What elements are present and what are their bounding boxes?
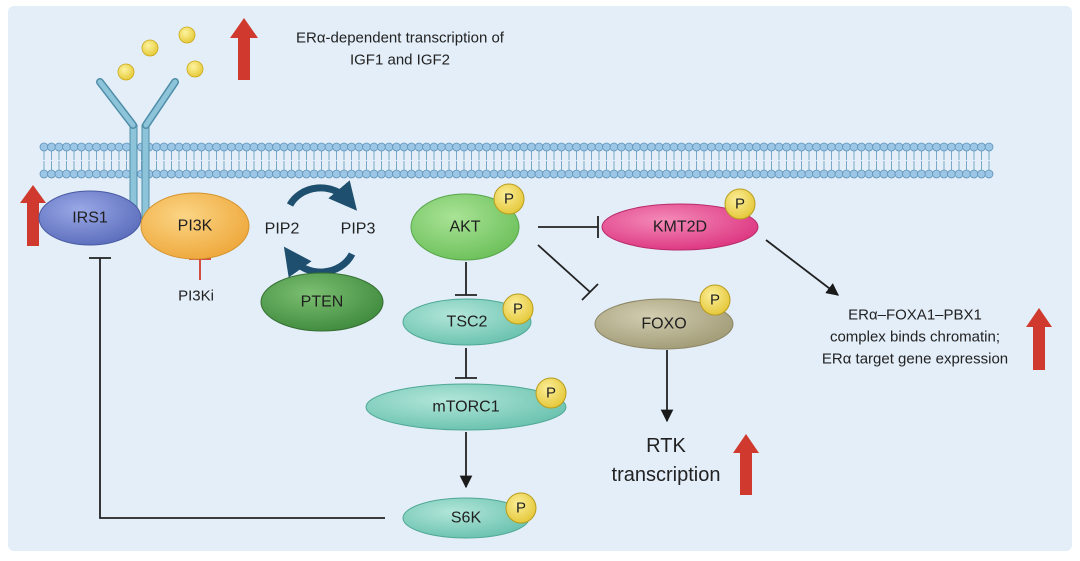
igf-annotation-line2: IGF1 and IGF2 bbox=[350, 52, 450, 69]
pip2-to-pip3-arrow bbox=[286, 180, 358, 211]
era-annotation-line2: complex binds chromatin; bbox=[830, 329, 1000, 346]
ligand-dot bbox=[186, 60, 204, 78]
background-panel bbox=[8, 6, 1072, 551]
up-arrow-rtk bbox=[733, 434, 759, 495]
pip-cycle bbox=[283, 180, 358, 278]
akt-foxo-edge bbox=[537, 244, 591, 293]
mtorc1-label: mTORC1 bbox=[432, 399, 499, 416]
node-pi3k: PI3K bbox=[140, 192, 250, 260]
mtorc1-phospho-badge bbox=[535, 377, 567, 409]
phospho-label: P bbox=[735, 196, 745, 213]
pip3-to-pip2-arrow bbox=[283, 246, 356, 278]
pathway-edges bbox=[89, 216, 840, 519]
node-pten: PTEN bbox=[260, 272, 384, 332]
cell-membrane bbox=[39, 142, 994, 179]
inhibit-bar bbox=[581, 283, 599, 301]
akt-phospho-badge bbox=[493, 183, 525, 215]
pi3ki-label: PI3Ki bbox=[178, 288, 214, 305]
s6k-label: S6K bbox=[451, 510, 482, 527]
phospho-label: P bbox=[516, 500, 526, 517]
node-foxo: FOXO P bbox=[594, 284, 734, 350]
up-arrow-irs1 bbox=[20, 185, 46, 246]
ligand-dot bbox=[117, 63, 135, 81]
node-tsc2: TSC2 P bbox=[402, 293, 534, 346]
kmt2d-label: KMT2D bbox=[653, 219, 707, 236]
ligand-dot bbox=[178, 26, 196, 44]
igf-ligands bbox=[117, 26, 204, 81]
node-kmt2d: KMT2D P bbox=[601, 188, 759, 251]
akt-label: AKT bbox=[449, 219, 480, 236]
foxo-label: FOXO bbox=[641, 316, 686, 333]
rtk-annotation-line2: transcription bbox=[612, 464, 721, 486]
phospho-label: P bbox=[710, 292, 720, 309]
foxo-phospho-badge bbox=[699, 284, 731, 316]
tsc2-label: TSC2 bbox=[447, 314, 488, 331]
node-irs1: IRS1 bbox=[38, 190, 142, 246]
up-arrow-igf bbox=[230, 18, 258, 80]
irs1-label: IRS1 bbox=[72, 210, 108, 227]
node-akt: AKT P bbox=[410, 183, 525, 261]
s6k-phospho-badge bbox=[505, 492, 537, 524]
ligand-dot bbox=[141, 39, 159, 57]
era-annotation-line3: ERα target gene expression bbox=[822, 351, 1008, 368]
tsc2-phospho-badge bbox=[502, 293, 534, 325]
pi3k-label: PI3K bbox=[178, 218, 213, 235]
era-annotation-line1: ERα–FOXA1–PBX1 bbox=[848, 307, 982, 324]
rtk-annotation-line1: RTK bbox=[646, 435, 686, 457]
kmt2d-phospho-badge bbox=[724, 188, 756, 220]
up-arrow-era bbox=[1026, 308, 1052, 370]
phospho-label: P bbox=[504, 191, 514, 208]
pip2-label: PIP2 bbox=[265, 221, 300, 238]
pip3-label: PIP3 bbox=[341, 221, 376, 238]
phospho-label: P bbox=[546, 385, 556, 402]
pten-label: PTEN bbox=[301, 294, 344, 311]
s6k-irs1-feedback-edge bbox=[99, 258, 385, 519]
node-mtorc1: mTORC1 P bbox=[365, 377, 567, 431]
node-s6k: S6K P bbox=[402, 492, 537, 539]
phospho-label: P bbox=[513, 301, 523, 318]
igf-annotation-line1: ERα-dependent transcription of bbox=[296, 30, 505, 47]
kmt2d-era-edge bbox=[765, 239, 840, 296]
